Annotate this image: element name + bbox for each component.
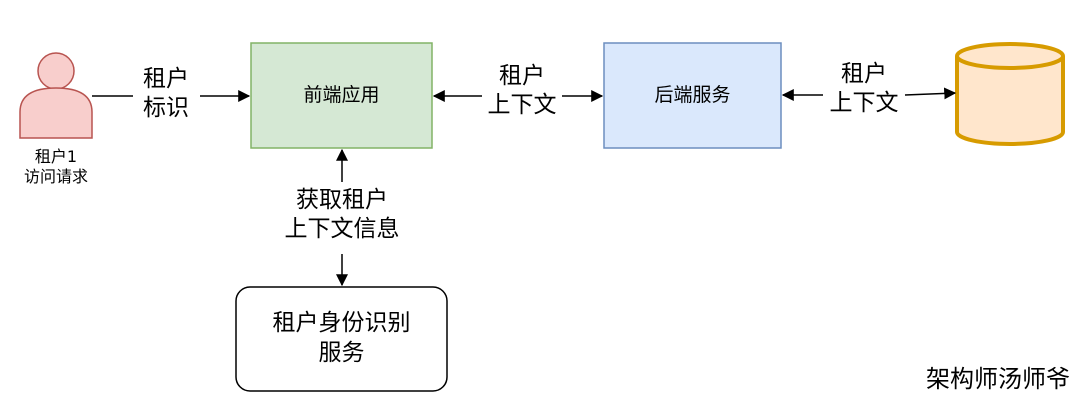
backend-node	[603, 42, 782, 149]
database-cylinder-icon	[955, 42, 1065, 146]
edge-backend-database	[781, 87, 957, 101]
edge-label-user-frontend: 租户 标识	[143, 66, 189, 121]
identity-service-label: 租户身份识别 服务	[272, 310, 411, 366]
frontend-label: 前端应用	[303, 84, 380, 107]
edge-label-frontend-backend: 租户 上下文	[487, 63, 557, 118]
person-icon	[19, 52, 93, 139]
frontend-node	[250, 42, 433, 149]
edge-label-backend-database: 租户 上下文	[829, 61, 899, 116]
edge-label-frontend-identity: 获取租户 上下文信息	[284, 187, 400, 242]
watermark: 架构师汤师爷	[926, 365, 1070, 393]
tenant-user-label: 租户1 访问请求	[23, 147, 88, 186]
backend-label: 后端服务	[654, 84, 731, 107]
identity-service-node	[235, 286, 448, 392]
